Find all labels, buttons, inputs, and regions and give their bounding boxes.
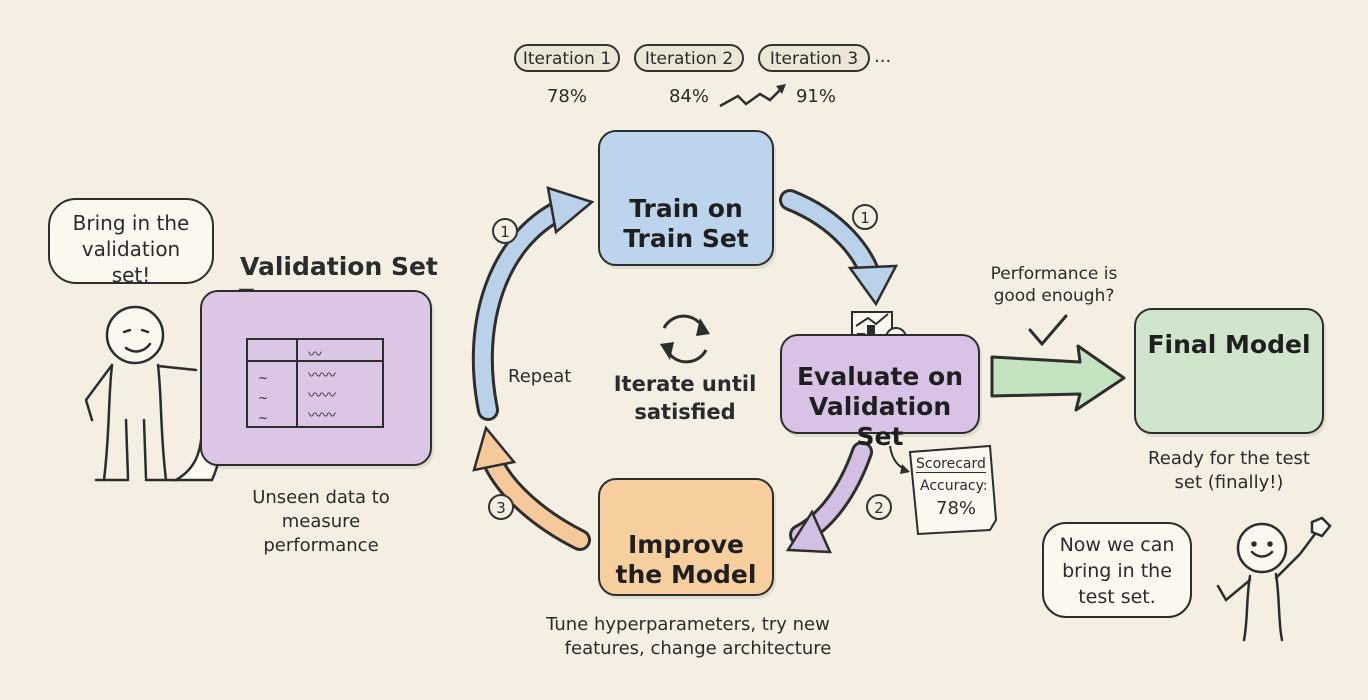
step-marker-repeat-to-train: 1 [492,218,518,244]
performance-line1: Performance is [990,264,1118,284]
validation-title: Validation Set [240,252,438,281]
performance-line2: good enough? [993,286,1115,306]
improve-caption-line1: Tune hyperparameters, try new [546,614,830,635]
improve-title-line1: Improve [627,530,744,559]
train-title-line1: Train on [629,194,743,223]
improve-caption-line2: features, change architecture [564,638,832,659]
final-model-box: Final Model [1134,308,1324,434]
check-icon [1028,314,1068,347]
speech-left-text: Bring in the validation set! [72,211,190,287]
speech-right-line1: Now we can [1059,534,1175,556]
center-text-line2: satisfied [634,400,736,424]
iterations-more: ... [874,46,892,67]
speech-right-line2: bring in the [1062,560,1172,582]
final-caption-line2: set (finally!) [1174,472,1284,493]
scorecard-paper [908,444,998,536]
speech-bubble-left: Bring in the validation set! [48,198,214,287]
repeat-label: Repeat [508,366,572,387]
improve-title-line2: the Model [615,560,757,589]
evaluate-box: Evaluate on Validation Set [780,334,980,451]
arrowhead-evaluate [847,264,899,307]
iteration-value-1: 78% [546,86,587,107]
train-box: Train on Train Set [598,130,774,266]
final-title: Final Model [1147,330,1311,359]
scorecard-title: Scorecard [916,456,986,473]
scorecard-value: 78% [936,498,977,519]
step-marker-train-to-eval: 1 [852,204,878,230]
step-marker-improve-to-repeat: 3 [488,494,514,520]
person-left-icon [84,305,198,482]
validation-box: 〰 ~~~ 〰〰〰〰〰〰 [200,290,432,466]
refresh-icon [660,314,710,364]
iteration-pill-1: Iteration 1 [514,44,620,72]
iteration-pill-3: Iteration 3 [758,44,870,72]
final-caption-line1: Ready for the test [1148,448,1310,469]
arrowhead-improve [785,509,832,554]
validation-table-icon: 〰 ~~~ 〰〰〰〰〰〰 [246,338,384,428]
arrowhead-train [546,186,595,235]
iteration-pill-2: Iteration 2 [634,44,744,72]
person-right-icon [1216,516,1332,642]
trend-arrow-icon [719,87,783,108]
scorecard-metric: Accuracy: [920,478,988,494]
center-text-line1: Iterate until [613,372,757,396]
validation-caption: Unseen data to measure performance [252,487,390,556]
train-title-line2: Train Set [623,224,749,253]
speech-right-line3: test set. [1078,586,1156,608]
evaluate-title-line2: Validation Set [808,392,952,451]
speech-bubble-right: Now we can bring in the test set. [1042,522,1192,618]
arrowhead-repeat [472,425,517,472]
improve-box: Improve the Model [598,478,774,596]
evaluate-title-line1: Evaluate on [796,362,964,391]
arrow-to-final [990,344,1126,412]
iteration-value-3: 91% [795,86,836,107]
iteration-value-2: 84% [668,86,709,107]
step-marker-eval-to-improve: 2 [866,494,892,520]
